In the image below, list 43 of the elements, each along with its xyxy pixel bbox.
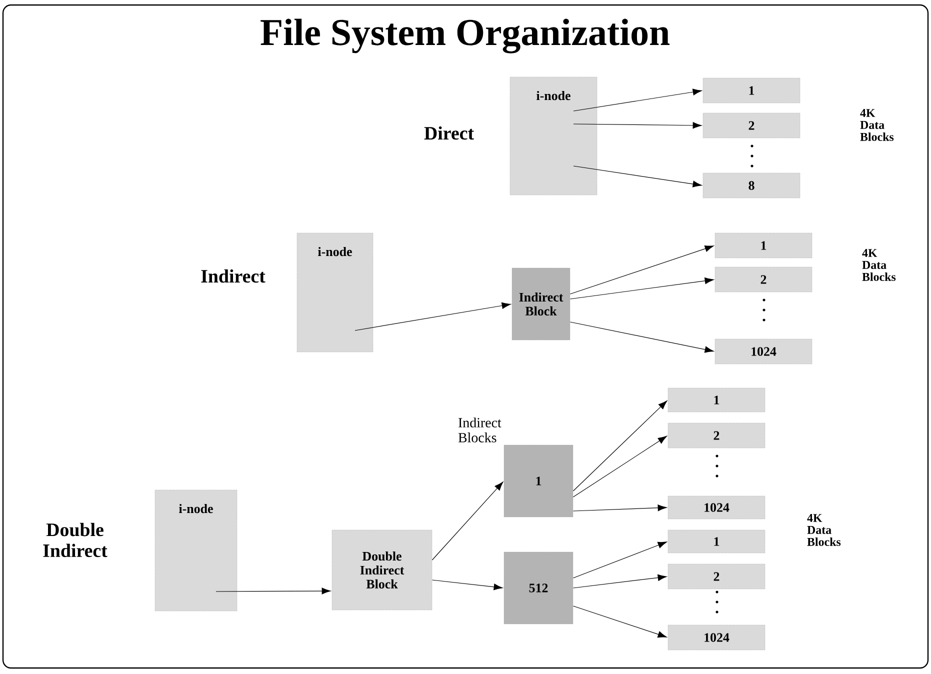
indirect-block: Indirect Block [512,268,570,340]
arrow [573,166,702,188]
indirect-block: 512 [504,552,574,624]
data-block: 1 [702,78,800,104]
data-block: 2 [668,564,766,590]
inode-box: i-node [296,232,374,352]
data-block: 1024 [714,338,812,364]
arrow [572,400,668,492]
data-block: 1024 [668,496,766,520]
block-caption: 4K Data Blocks [860,109,894,141]
section-label: Double Indirect [43,522,108,558]
arrow [572,542,667,578]
arrow [432,482,504,560]
data-block: 1024 [668,624,766,650]
arrow [573,122,702,129]
block-caption: 4K Data Blocks [862,249,896,281]
data-block: 1 [668,530,766,554]
arrow [573,88,702,112]
data-block: 2 [668,422,766,448]
data-block: 1 [668,388,766,412]
section-label: Indirect [201,269,266,283]
arrow [354,302,511,331]
arrow [572,606,667,638]
block-caption: Indirect Blocks [458,418,502,442]
arrow [432,580,503,590]
arrow [570,245,714,294]
arrow [572,436,667,498]
data-block: 2 [714,266,812,292]
data-block: 1 [714,232,812,258]
inode-box: i-node [510,76,598,196]
indirect-block: 1 [504,444,574,518]
indirect-block: Double Indirect Block [332,530,432,610]
arrow [570,278,714,300]
data-block: 2 [702,112,800,138]
arrow [572,574,667,588]
arrow [216,588,331,594]
block-caption: 4K Data Blocks [807,514,841,546]
inode-box: i-node [154,490,238,612]
arrow [570,322,714,353]
title: File System Organization [260,18,670,54]
arrow [572,504,667,512]
data-block: 8 [702,172,800,198]
section-label: Direct [424,126,474,140]
